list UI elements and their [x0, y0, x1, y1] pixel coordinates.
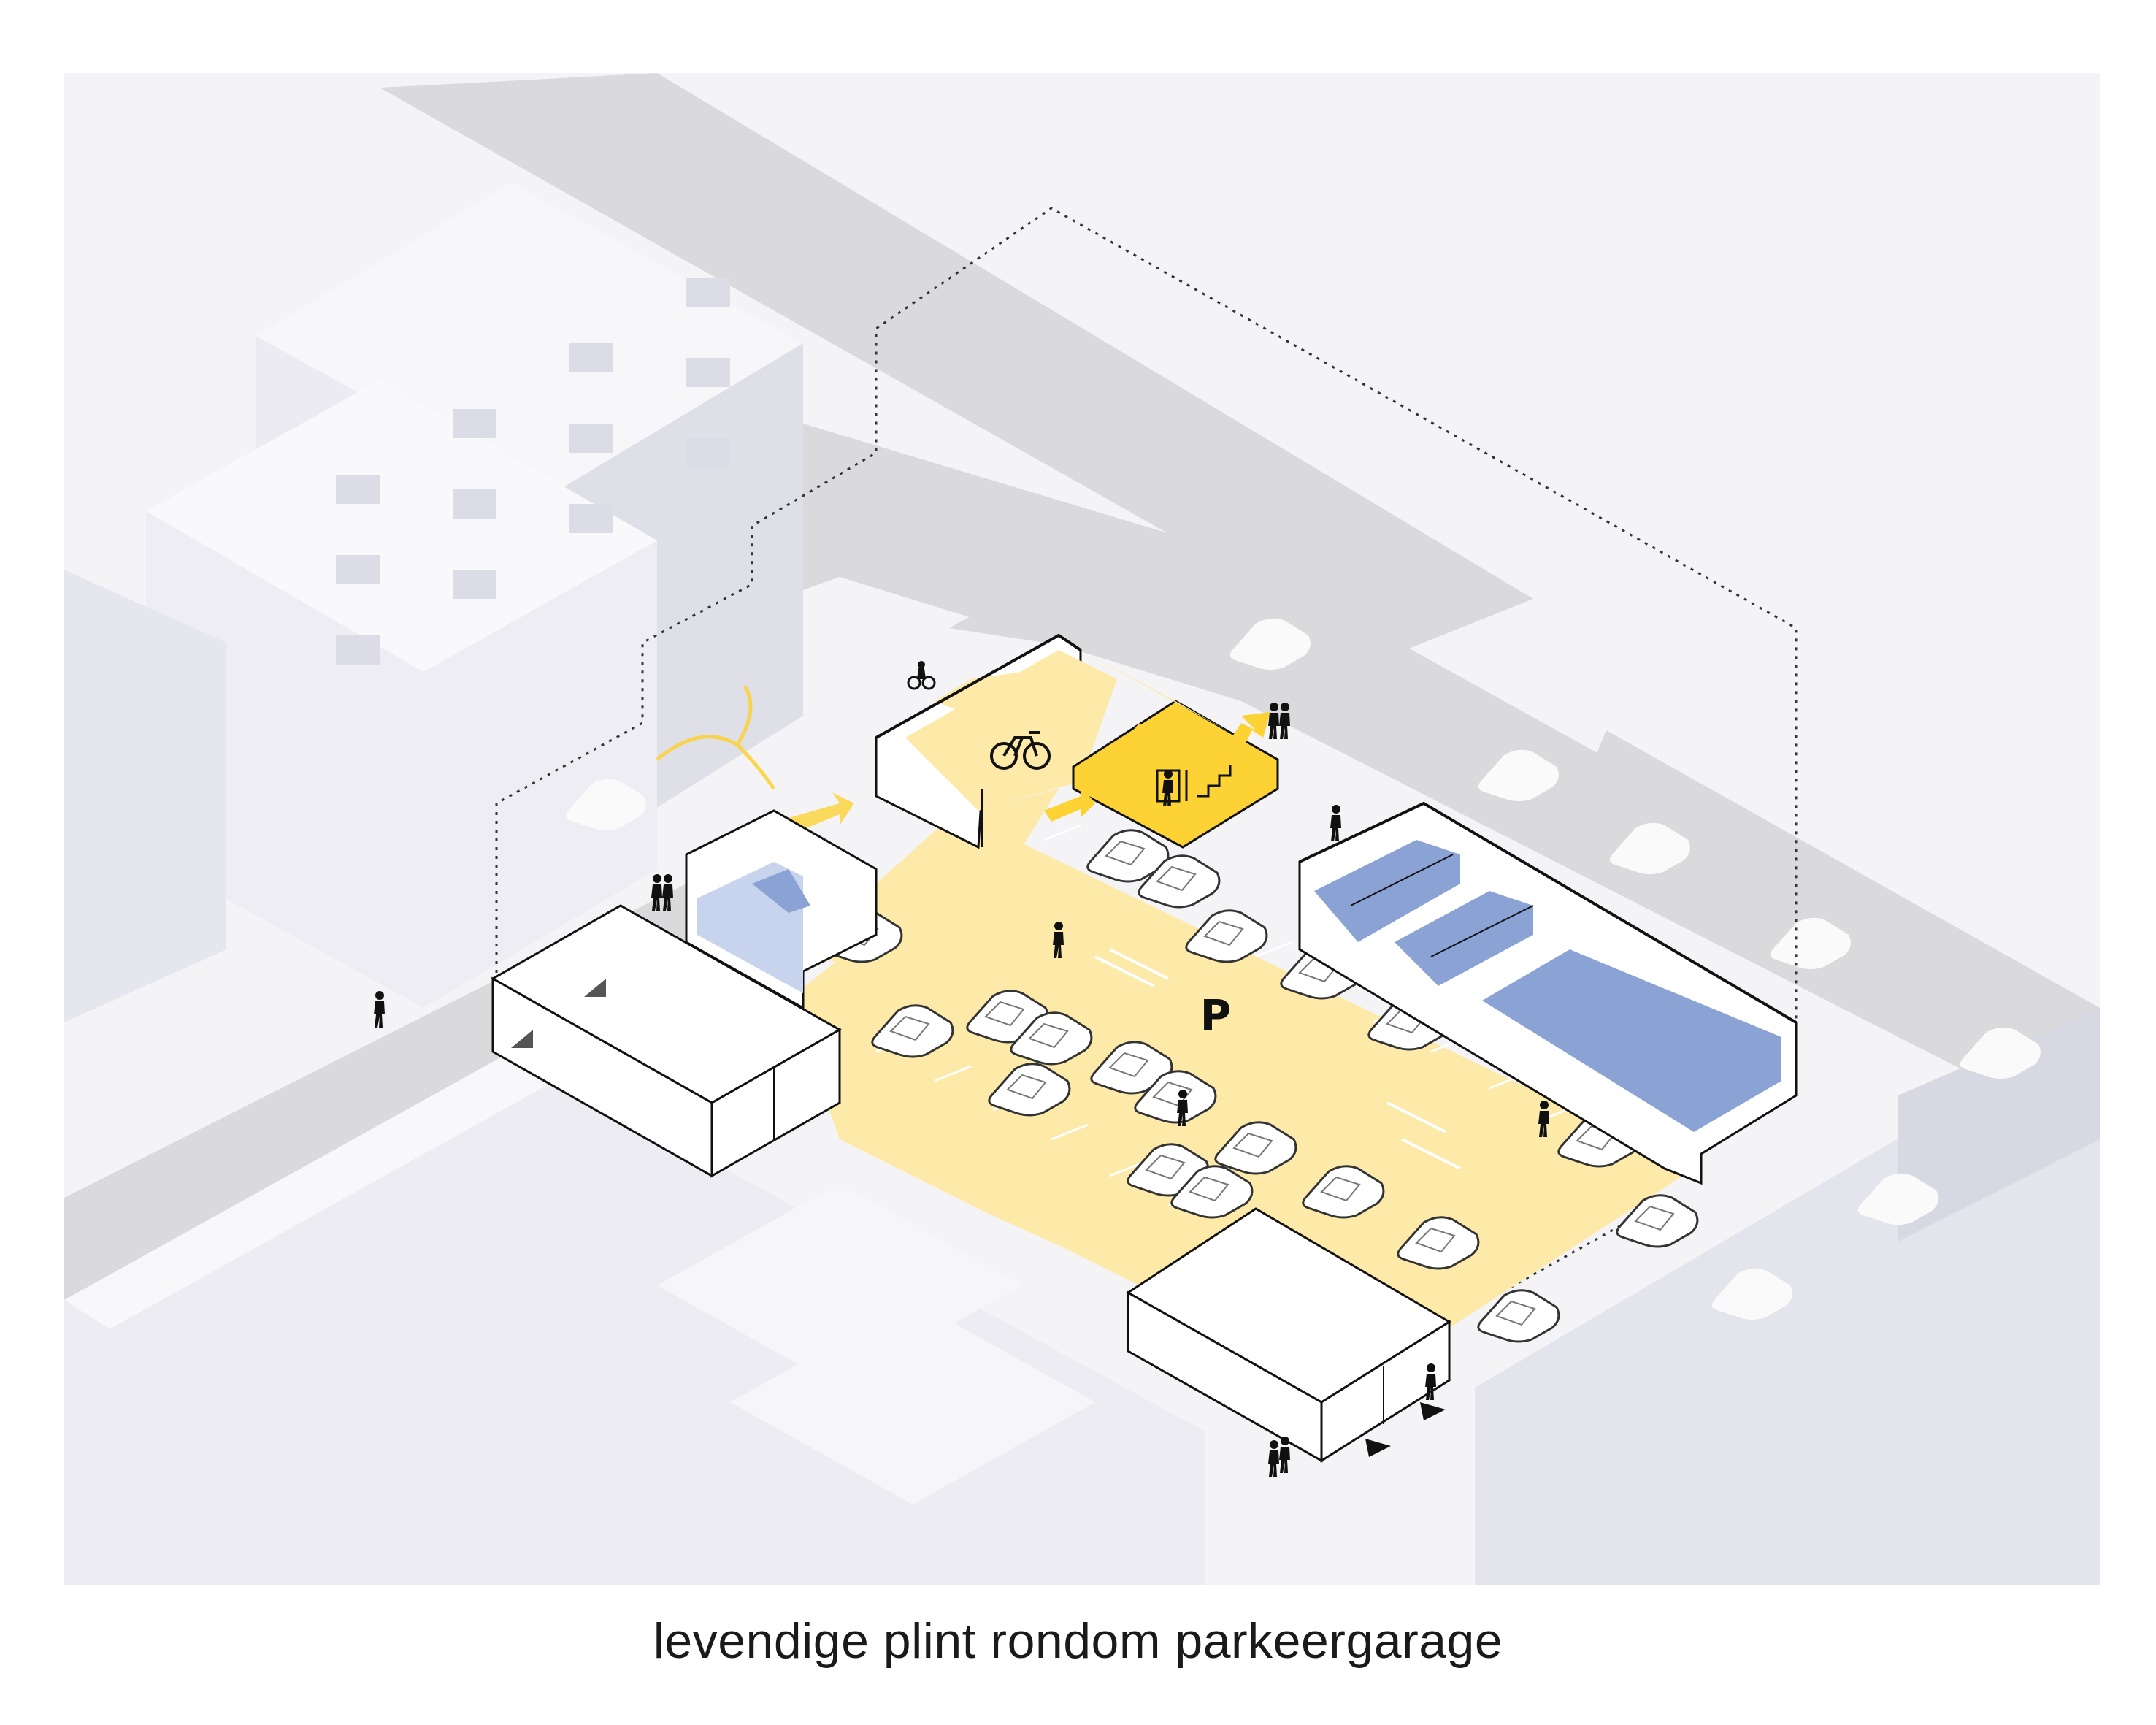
pedestrian-flow-arrows	[656, 685, 776, 790]
bicycle-icon	[990, 731, 1051, 770]
entrance-triangle-icon	[1365, 1439, 1391, 1457]
traffic-arrows	[1094, 948, 1461, 1170]
balconies	[336, 278, 730, 665]
entrance-triangle-icon	[1420, 1402, 1446, 1420]
stairs-icon	[1197, 765, 1232, 798]
retail-block-left	[490, 904, 843, 1178]
commercial-units	[1298, 801, 1798, 1185]
entrance-triangle-icon	[584, 979, 606, 997]
context-building-row-bottom	[64, 1052, 1205, 1585]
envelope-outline	[495, 207, 1798, 1022]
diagram-caption: levendige plint rondom parkeergarage	[653, 1613, 1503, 1669]
cyclist-icon	[907, 661, 936, 690]
context-building-right	[1475, 1008, 2100, 1585]
elevator-icon	[1156, 769, 1188, 806]
vertical-circulation-core	[1072, 650, 1279, 849]
bicycle-storage	[875, 633, 1117, 849]
parking-label: P	[1200, 990, 1232, 1040]
entrance-triangle-icon	[511, 1030, 533, 1048]
entrance-arrows	[789, 712, 1270, 833]
retail-block-bottom	[1126, 1207, 1451, 1463]
